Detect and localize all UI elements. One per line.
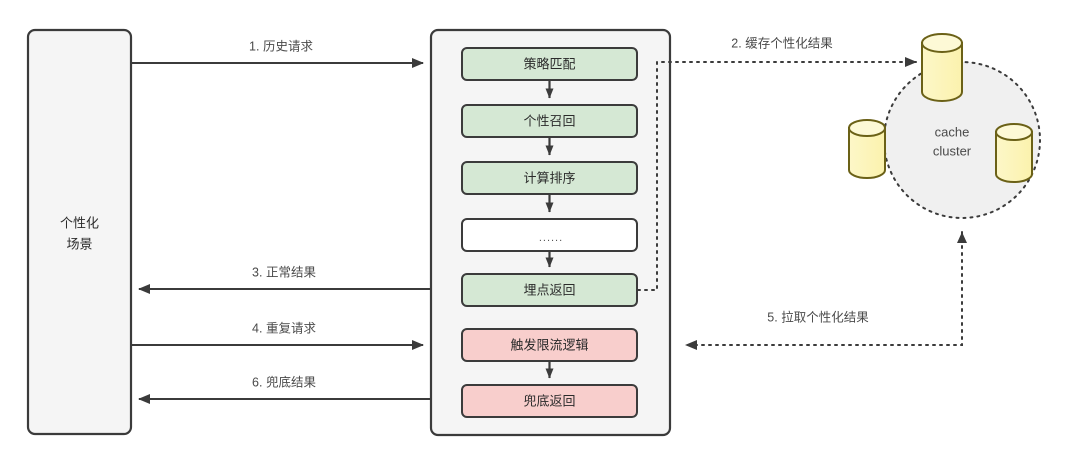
step-tracking-return[interactable]: 埋点返回 xyxy=(461,273,638,307)
step-label: 计算排序 xyxy=(523,170,575,185)
edge-5-fetch-personalized-result[interactable]: 5. 拉取个性化结果 xyxy=(685,231,967,350)
cluster-label-line1: cache xyxy=(935,124,970,139)
step-trigger-limit[interactable]: 触发限流逻辑 xyxy=(461,328,638,362)
step-ellipsis[interactable]: ...... xyxy=(461,218,638,252)
step-label: 策略匹配 xyxy=(523,56,575,71)
step-label: 兜底返回 xyxy=(523,393,575,408)
cache-node-right-icon[interactable] xyxy=(995,123,1033,183)
actor-label-line1: 个性化 xyxy=(60,215,99,230)
cache-cluster-group[interactable]: cache cluster xyxy=(848,33,1041,219)
edge-2-line xyxy=(637,57,917,291)
step-rect xyxy=(461,384,638,418)
step-label: 触发限流逻辑 xyxy=(510,337,588,352)
edge-3-label: 3. 正常结果 xyxy=(252,265,316,279)
edge-2-label: 2. 缓存个性化结果 xyxy=(731,36,833,50)
edge-2-cache-personalized-result[interactable]: 2. 缓存个性化结果 xyxy=(637,36,917,291)
edge-5-line xyxy=(685,231,963,350)
edge-1-history-request[interactable]: 1. 历史请求 xyxy=(131,39,424,68)
step-compute-rank[interactable]: 计算排序 xyxy=(461,161,638,195)
cluster-label-line2: cluster xyxy=(933,143,972,158)
edge-3-normal-result[interactable]: 3. 正常结果 xyxy=(138,265,431,294)
cache-node-left-icon[interactable] xyxy=(848,119,886,179)
step-fallback-return[interactable]: 兜底返回 xyxy=(461,384,638,418)
step-policy-match[interactable]: 策略匹配 xyxy=(461,47,638,81)
personalized-scenario-box[interactable]: 个性化 场景 xyxy=(26,28,133,436)
edge-6-label: 6. 兜底结果 xyxy=(252,374,316,389)
edge-1-label: 1. 历史请求 xyxy=(249,39,313,53)
step-label: ...... xyxy=(539,232,563,244)
edge-4-label: 4. 重复请求 xyxy=(252,320,316,335)
edge-4-duplicate-request[interactable]: 4. 重复请求 xyxy=(131,320,424,350)
step-label: 埋点返回 xyxy=(523,282,575,297)
actor-rect xyxy=(26,28,133,436)
step-personal-recall[interactable]: 个性召回 xyxy=(461,104,638,138)
edge-5-label: 5. 拉取个性化结果 xyxy=(767,309,869,324)
edge-5-arrowhead-up xyxy=(957,232,967,243)
cache-node-top-icon[interactable] xyxy=(921,33,963,102)
actor-label-line2: 场景 xyxy=(66,236,92,251)
edge-6-fallback-result[interactable]: 6. 兜底结果 xyxy=(138,374,431,404)
step-label: 个性召回 xyxy=(523,113,575,128)
